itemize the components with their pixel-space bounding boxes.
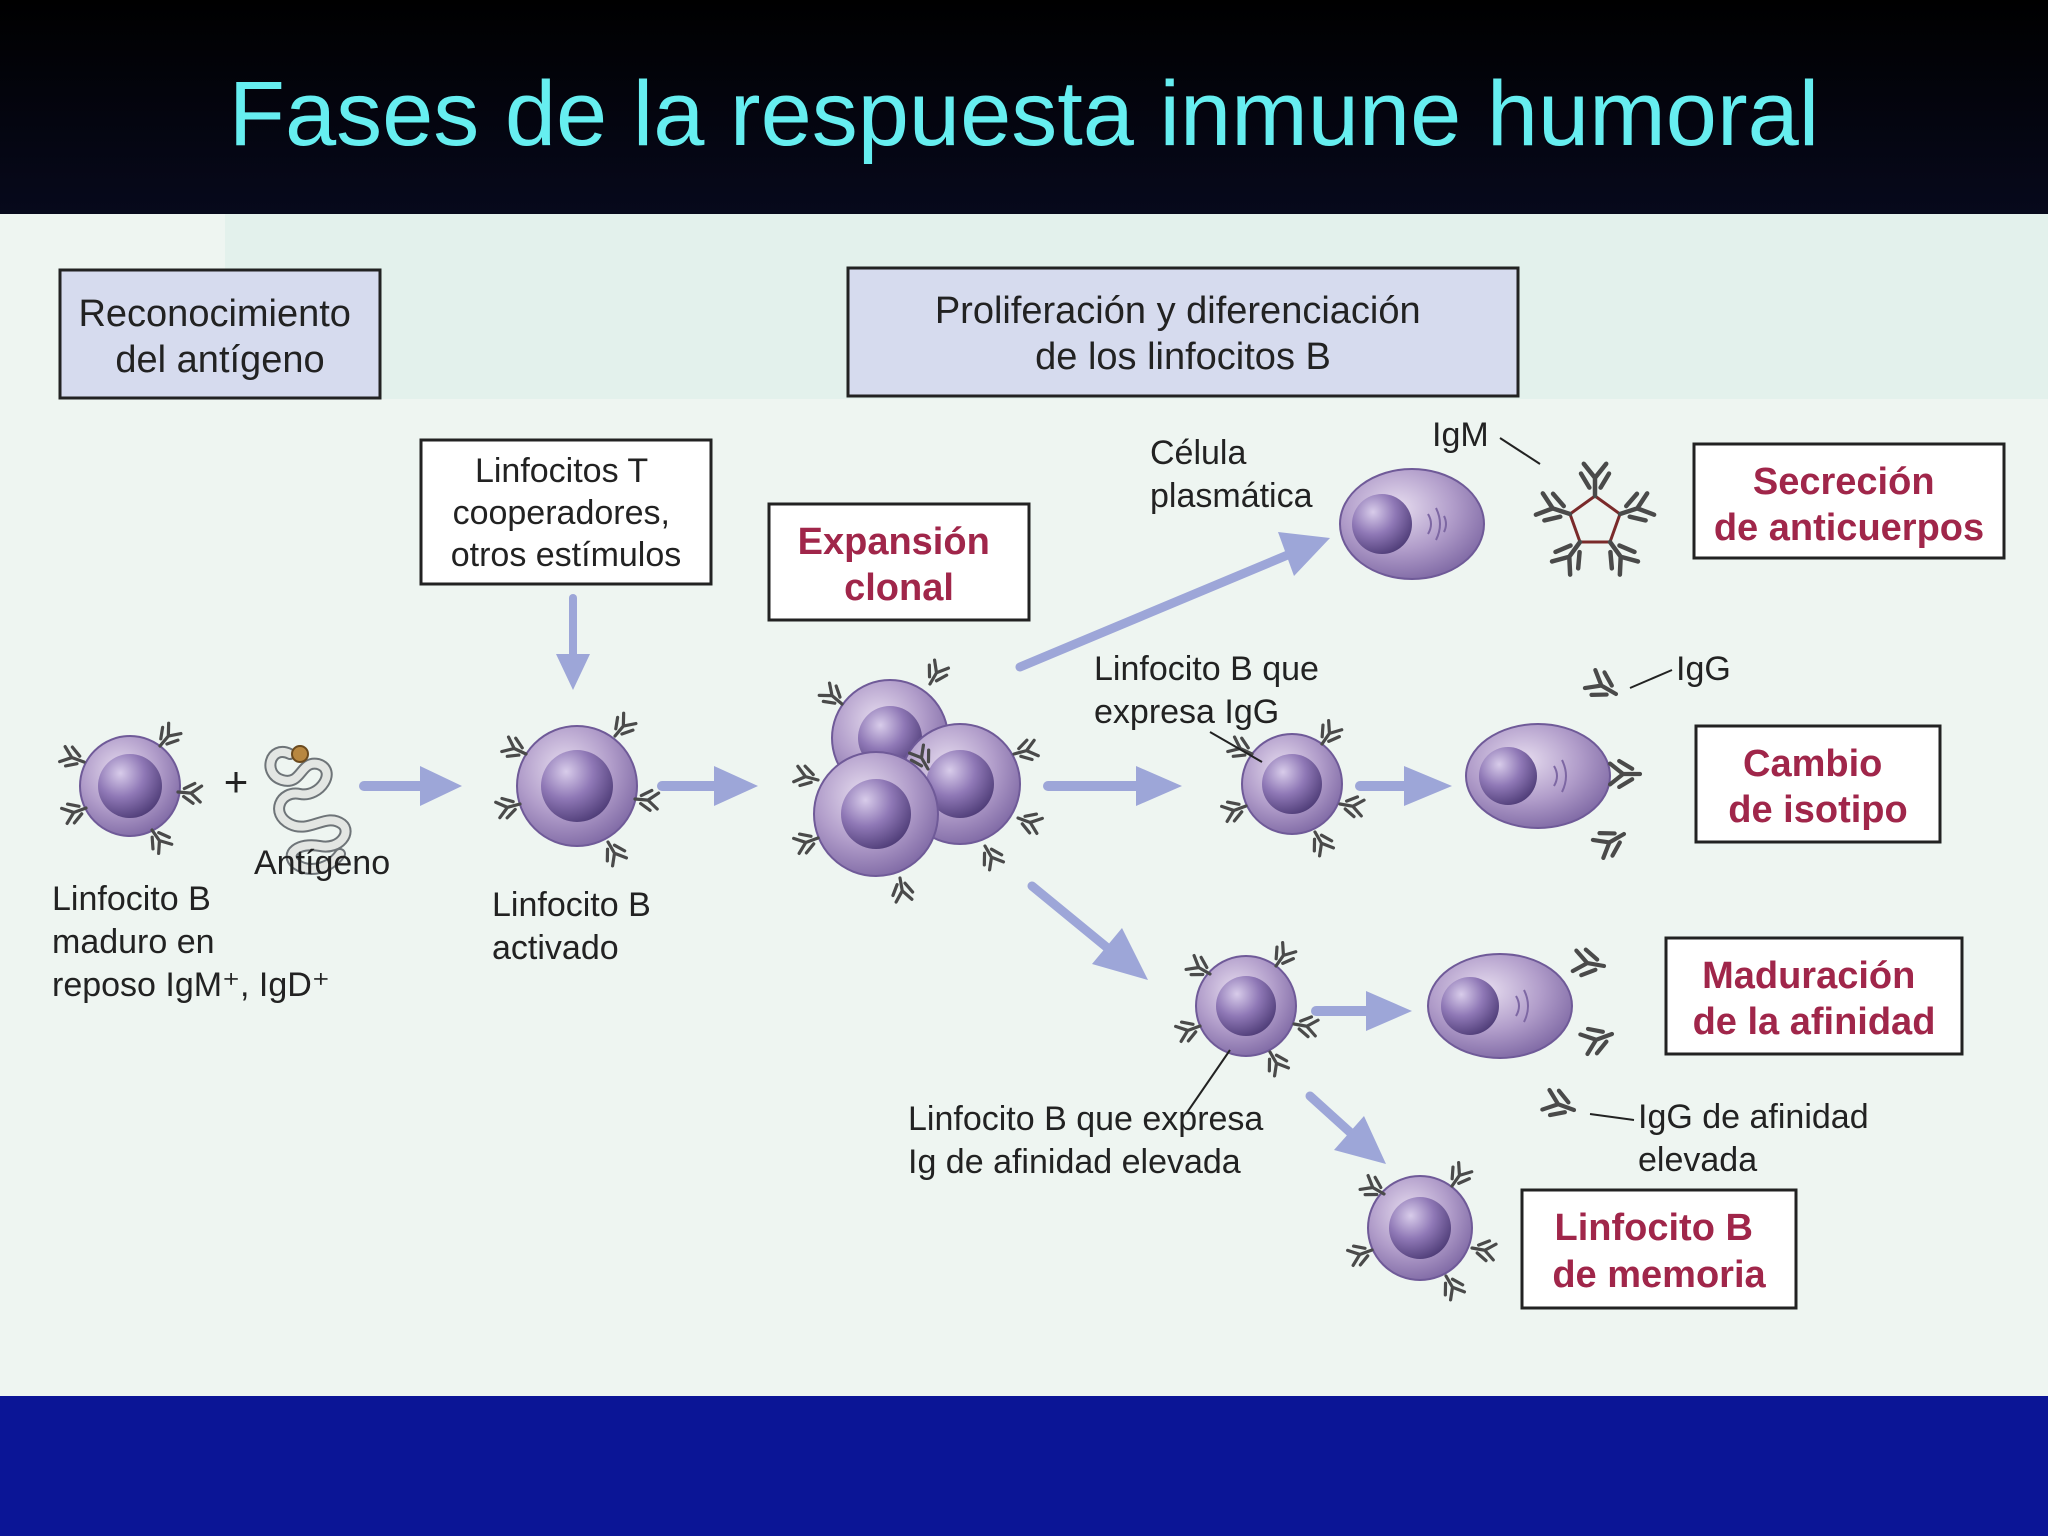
arrow-igg-to-plasma [1355,766,1452,806]
igg-pointer [1629,669,1673,689]
clonal-b-cell-cluster [791,657,1045,904]
igg-b-cell [1219,717,1366,859]
igm-pointer [1499,437,1541,465]
slide-title: Fases de la respuesta inmune humoral [228,63,1820,165]
outcome-secretion-label: Secreción de anticuerpos [1714,461,1984,549]
plasma-cell-affinity [1427,953,1573,1059]
antigen-icon [264,745,352,875]
arrow-activated-to-expansion [657,766,758,806]
activated-b-cell-label: Linfocito B activado [492,886,660,967]
diagram-figure: Reconocimiento del antígeno Proliferació… [0,214,2048,1396]
igm-pentamer-icon [1535,464,1655,576]
outcome-isotype-box: Cambio de isotipo [1694,724,1942,844]
clonal-expansion-label: Expansión clonal [798,521,1001,609]
arrow-high-affinity-to-memory [1305,1091,1386,1164]
plasma-cell-isotype [1465,723,1611,829]
outcome-affinity-label: Maduración de la afinidad [1693,955,1936,1043]
memory-b-cell [1345,1159,1498,1303]
helper-stimuli-label: Linfocitos T cooperadores, otros estímul… [451,452,682,574]
plus-sign: + [224,758,249,805]
arrow-expansion-to-plasma [1015,532,1330,672]
flow-arrows [359,532,1452,1164]
footer-bar [0,1396,2048,1536]
phase-recognition-box: Reconocimiento del antígeno [58,268,382,400]
arrow-expansion-to-high-affinity [1027,881,1148,980]
naive-b-cell-label: Linfocito B maduro en reposo IgM⁺, IgD⁺ [52,880,330,1004]
igg-b-cell-pointer [1209,731,1263,763]
outcome-affinity-box: Maduración de la afinidad [1664,936,1964,1056]
helper-stimuli-box: Linfocitos T cooperadores, otros estímul… [419,438,713,586]
outcome-secretion-box: Secreción de anticuerpos [1692,442,2006,560]
high-affinity-b-cell-label: Linfocito B que expresa Ig de afinidad e… [908,1100,1273,1181]
high-affinity-igg-label: IgG de afinidad elevada [1638,1098,1878,1179]
igg-label: IgG [1676,650,1731,688]
outcome-memory-box: Linfocito B de memoria [1520,1188,1798,1310]
plasma-cell-label: Célula plasmática [1150,434,1313,515]
plasma-cell-secretion [1339,468,1485,580]
clonal-expansion-box: Expansión clonal [767,502,1031,622]
arrow-expansion-to-igg [1043,766,1182,806]
phase-recognition-label: Reconocimiento del antígeno [78,293,361,381]
high-affinity-b-cell [1173,939,1320,1079]
phase-proliferation-label: Proliferación y diferenciación de los li… [935,290,1431,378]
igg-b-cell-label: Linfocito B que expresa IgG [1094,650,1328,731]
outcome-memory-label: Linfocito B de memoria [1552,1207,1766,1296]
naive-b-cell [57,720,204,857]
arrow-high-affinity-to-plasma [1311,991,1412,1031]
high-affinity-igg-pointer [1589,1113,1635,1121]
title-bar: Fases de la respuesta inmune humoral [0,0,2048,214]
igm-label: IgM [1432,416,1489,454]
phase-proliferation-box: Proliferación y diferenciación de los li… [846,266,1520,398]
outcome-isotype-label: Cambio de isotipo [1728,743,1907,831]
high-affinity-pointer [1185,1049,1231,1115]
arrow-helper-down [556,594,590,690]
arrow-antigen-to-activated [359,766,462,806]
activated-b-cell [493,710,661,869]
antigen-label: Antígeno [254,844,390,882]
immune-response-diagram: Reconocimiento del antígeno Proliferació… [0,214,2048,1396]
